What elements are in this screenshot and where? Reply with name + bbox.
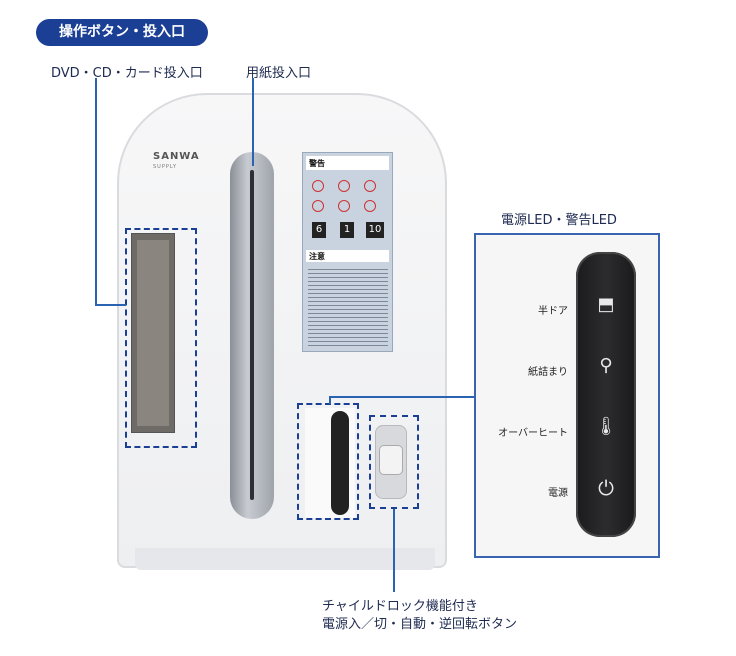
dvd-slot-opening	[137, 240, 169, 426]
brand-logo: SANWA	[153, 151, 200, 162]
dvd-callout-line	[95, 304, 126, 306]
led-panel-highlight	[297, 403, 359, 520]
led-section-label: 電源LED・警告LED	[501, 213, 617, 228]
caution-text-block	[308, 266, 388, 346]
capacity-boxes: 6 1 10	[310, 222, 390, 240]
caution-header: 注意	[306, 250, 389, 262]
child-lock-label-line1: チャイルドロック機能付き	[322, 599, 478, 614]
led-label-paper-jam: 紙詰まり	[528, 367, 568, 378]
brand-logo-sub: SUPPLY	[153, 164, 178, 170]
dvd-slot-highlight	[125, 228, 197, 448]
power-icon: ⏻	[598, 476, 614, 500]
paper-slot-label: 用紙投入口	[246, 66, 312, 81]
prohibited-icon	[312, 200, 324, 212]
mode-switch-knob[interactable]	[379, 445, 403, 475]
warning-sticker-header: 警告	[306, 156, 389, 170]
child-lock-label-line2: 電源入／切・自動・逆回転ボタン	[322, 617, 518, 632]
thermometer-icon: 🌡	[594, 416, 618, 437]
dvd-slot-label: DVD・CD・カード投入口	[51, 66, 203, 81]
prohibited-icon	[338, 200, 350, 212]
led-label-half-door: 半ドア	[538, 306, 568, 317]
caution-title: 注意	[309, 252, 325, 261]
prohibited-icon	[364, 200, 376, 212]
led-callout-line	[329, 396, 474, 398]
prohibited-icon	[312, 180, 324, 192]
paper-callout-line	[252, 78, 254, 166]
switch-callout-line	[393, 509, 395, 592]
warning-icons-row	[306, 178, 389, 218]
shredder-base	[135, 548, 435, 570]
capacity-value: 10	[366, 222, 384, 238]
section-title-pill: 操作ボタン・投入口	[36, 19, 208, 46]
dvd-callout-line	[95, 78, 97, 305]
led-label-overheat: オーバーヒート	[498, 428, 568, 439]
capacity-value: 6	[312, 222, 326, 238]
warning-title: 警告	[309, 159, 325, 168]
capacity-value: 1	[340, 222, 354, 238]
led-indicator-bar-small	[331, 411, 349, 515]
paper-slot-opening	[250, 170, 254, 500]
led-indicator-bar	[576, 252, 636, 537]
paper-jam-icon: ⚲	[599, 355, 613, 376]
led-callout-line	[329, 396, 331, 404]
half-door-icon: ⬒	[597, 294, 615, 315]
mode-switch-highlight	[369, 415, 419, 509]
led-label-power: 電源	[548, 488, 568, 499]
prohibited-icon	[338, 180, 350, 192]
prohibited-icon	[364, 180, 376, 192]
